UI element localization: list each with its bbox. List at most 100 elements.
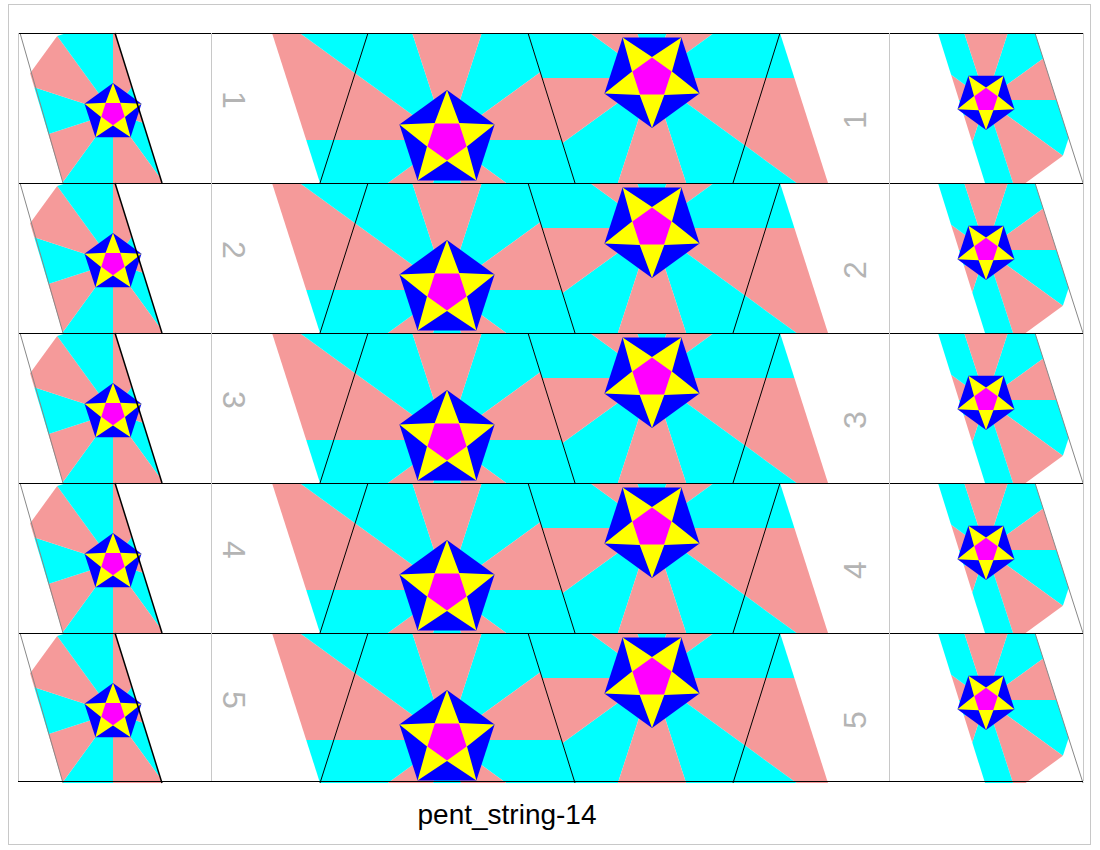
star-centre <box>101 253 124 275</box>
pentagram-star <box>958 526 1015 580</box>
cut-line <box>1035 33 1083 183</box>
pentagram-star <box>958 676 1015 730</box>
panel-divider <box>1083 33 1084 781</box>
star-points <box>604 488 699 579</box>
star-points <box>604 38 699 129</box>
pinwheel-blade <box>352 52 652 228</box>
fold-line <box>733 333 780 483</box>
pinwheel <box>23 318 204 508</box>
pinwheel-blade <box>409 0 652 228</box>
pentagram-star <box>958 76 1015 130</box>
pinwheel-blade <box>204 5 447 290</box>
star-ground <box>399 390 494 481</box>
star-ground <box>399 690 494 781</box>
star-centre <box>974 688 997 710</box>
fold-line <box>320 333 368 483</box>
fold-line <box>528 633 575 783</box>
fold-line <box>528 333 575 483</box>
pinwheel <box>891 310 1081 491</box>
star-points <box>604 638 699 729</box>
pinwheel <box>891 160 1081 341</box>
star-points <box>958 376 1015 430</box>
star-centre <box>427 273 466 310</box>
pinwheel-blade <box>652 678 895 850</box>
fold-line <box>733 483 780 633</box>
fold-line <box>320 483 368 633</box>
pinwheel <box>891 610 1081 791</box>
fold-line <box>733 183 780 333</box>
strip-number: 3 <box>839 411 871 429</box>
pinwheel-blade <box>652 202 952 378</box>
fold-line <box>115 33 162 183</box>
panel-divider <box>889 33 890 781</box>
pinwheel-blade <box>204 455 447 740</box>
pinwheel-blade <box>352 678 652 850</box>
cut-line <box>1035 183 1083 333</box>
star-points <box>399 690 494 781</box>
pinwheel-blade <box>204 305 447 590</box>
star-centre <box>427 123 466 160</box>
strip-number: 1 <box>839 111 871 129</box>
star-ground <box>604 188 699 279</box>
star-centre <box>974 88 997 110</box>
star-points <box>604 188 699 279</box>
fold-line <box>115 333 162 483</box>
fold-line <box>528 483 575 633</box>
star-centre <box>427 723 466 760</box>
pinwheel-blade <box>652 352 952 528</box>
star-ground <box>958 526 1015 580</box>
cut-line <box>20 183 63 333</box>
cut-line <box>1035 333 1083 483</box>
pinwheel-blade <box>652 0 952 78</box>
pentagram-star <box>604 338 699 429</box>
pentagram-star <box>399 690 494 781</box>
star-points <box>604 338 699 429</box>
strip-edge <box>18 333 1083 334</box>
pinwheel-blade <box>352 202 652 378</box>
caption: pent_string-14 <box>417 801 596 829</box>
fold-line <box>320 633 368 783</box>
panel-divider <box>18 33 19 781</box>
pinwheel-blade <box>409 243 652 528</box>
star-centre <box>632 507 671 544</box>
star-points <box>399 540 494 631</box>
star-points <box>399 90 494 181</box>
fold-line <box>733 33 780 183</box>
star-points <box>958 676 1015 730</box>
pinwheel <box>23 168 204 358</box>
star-ground <box>399 240 494 331</box>
pinwheel-blade <box>204 155 447 440</box>
strip-number: 4 <box>218 541 250 559</box>
star-centre <box>101 103 124 125</box>
cut-line <box>20 633 63 783</box>
fold-line <box>115 183 162 333</box>
cut-line <box>20 333 63 483</box>
pinwheel-blade <box>409 93 652 378</box>
star-centre <box>974 538 997 560</box>
fold-line <box>733 633 780 783</box>
star-ground <box>958 76 1015 130</box>
star-points <box>958 526 1015 580</box>
strip <box>20 0 1083 425</box>
pentagram-star <box>604 638 699 729</box>
strip-edge <box>18 781 1083 782</box>
star-centre <box>632 357 671 394</box>
star-ground <box>958 676 1015 730</box>
pinwheel <box>23 468 204 658</box>
star-centre <box>101 703 124 725</box>
star-points <box>958 226 1015 280</box>
pinwheel <box>891 10 1081 191</box>
pinwheel-blade <box>147 740 447 850</box>
strip <box>20 0 1083 575</box>
star-centre <box>101 403 124 425</box>
pinwheel-blade <box>352 352 652 528</box>
strip-edge <box>18 183 1083 184</box>
strip-edge <box>18 483 1083 484</box>
star-centre <box>974 388 997 410</box>
cut-line <box>20 483 63 633</box>
cut-line <box>1035 483 1083 633</box>
star-centre <box>101 553 124 575</box>
pentagram-star <box>958 226 1015 280</box>
panel-divider <box>211 33 212 781</box>
